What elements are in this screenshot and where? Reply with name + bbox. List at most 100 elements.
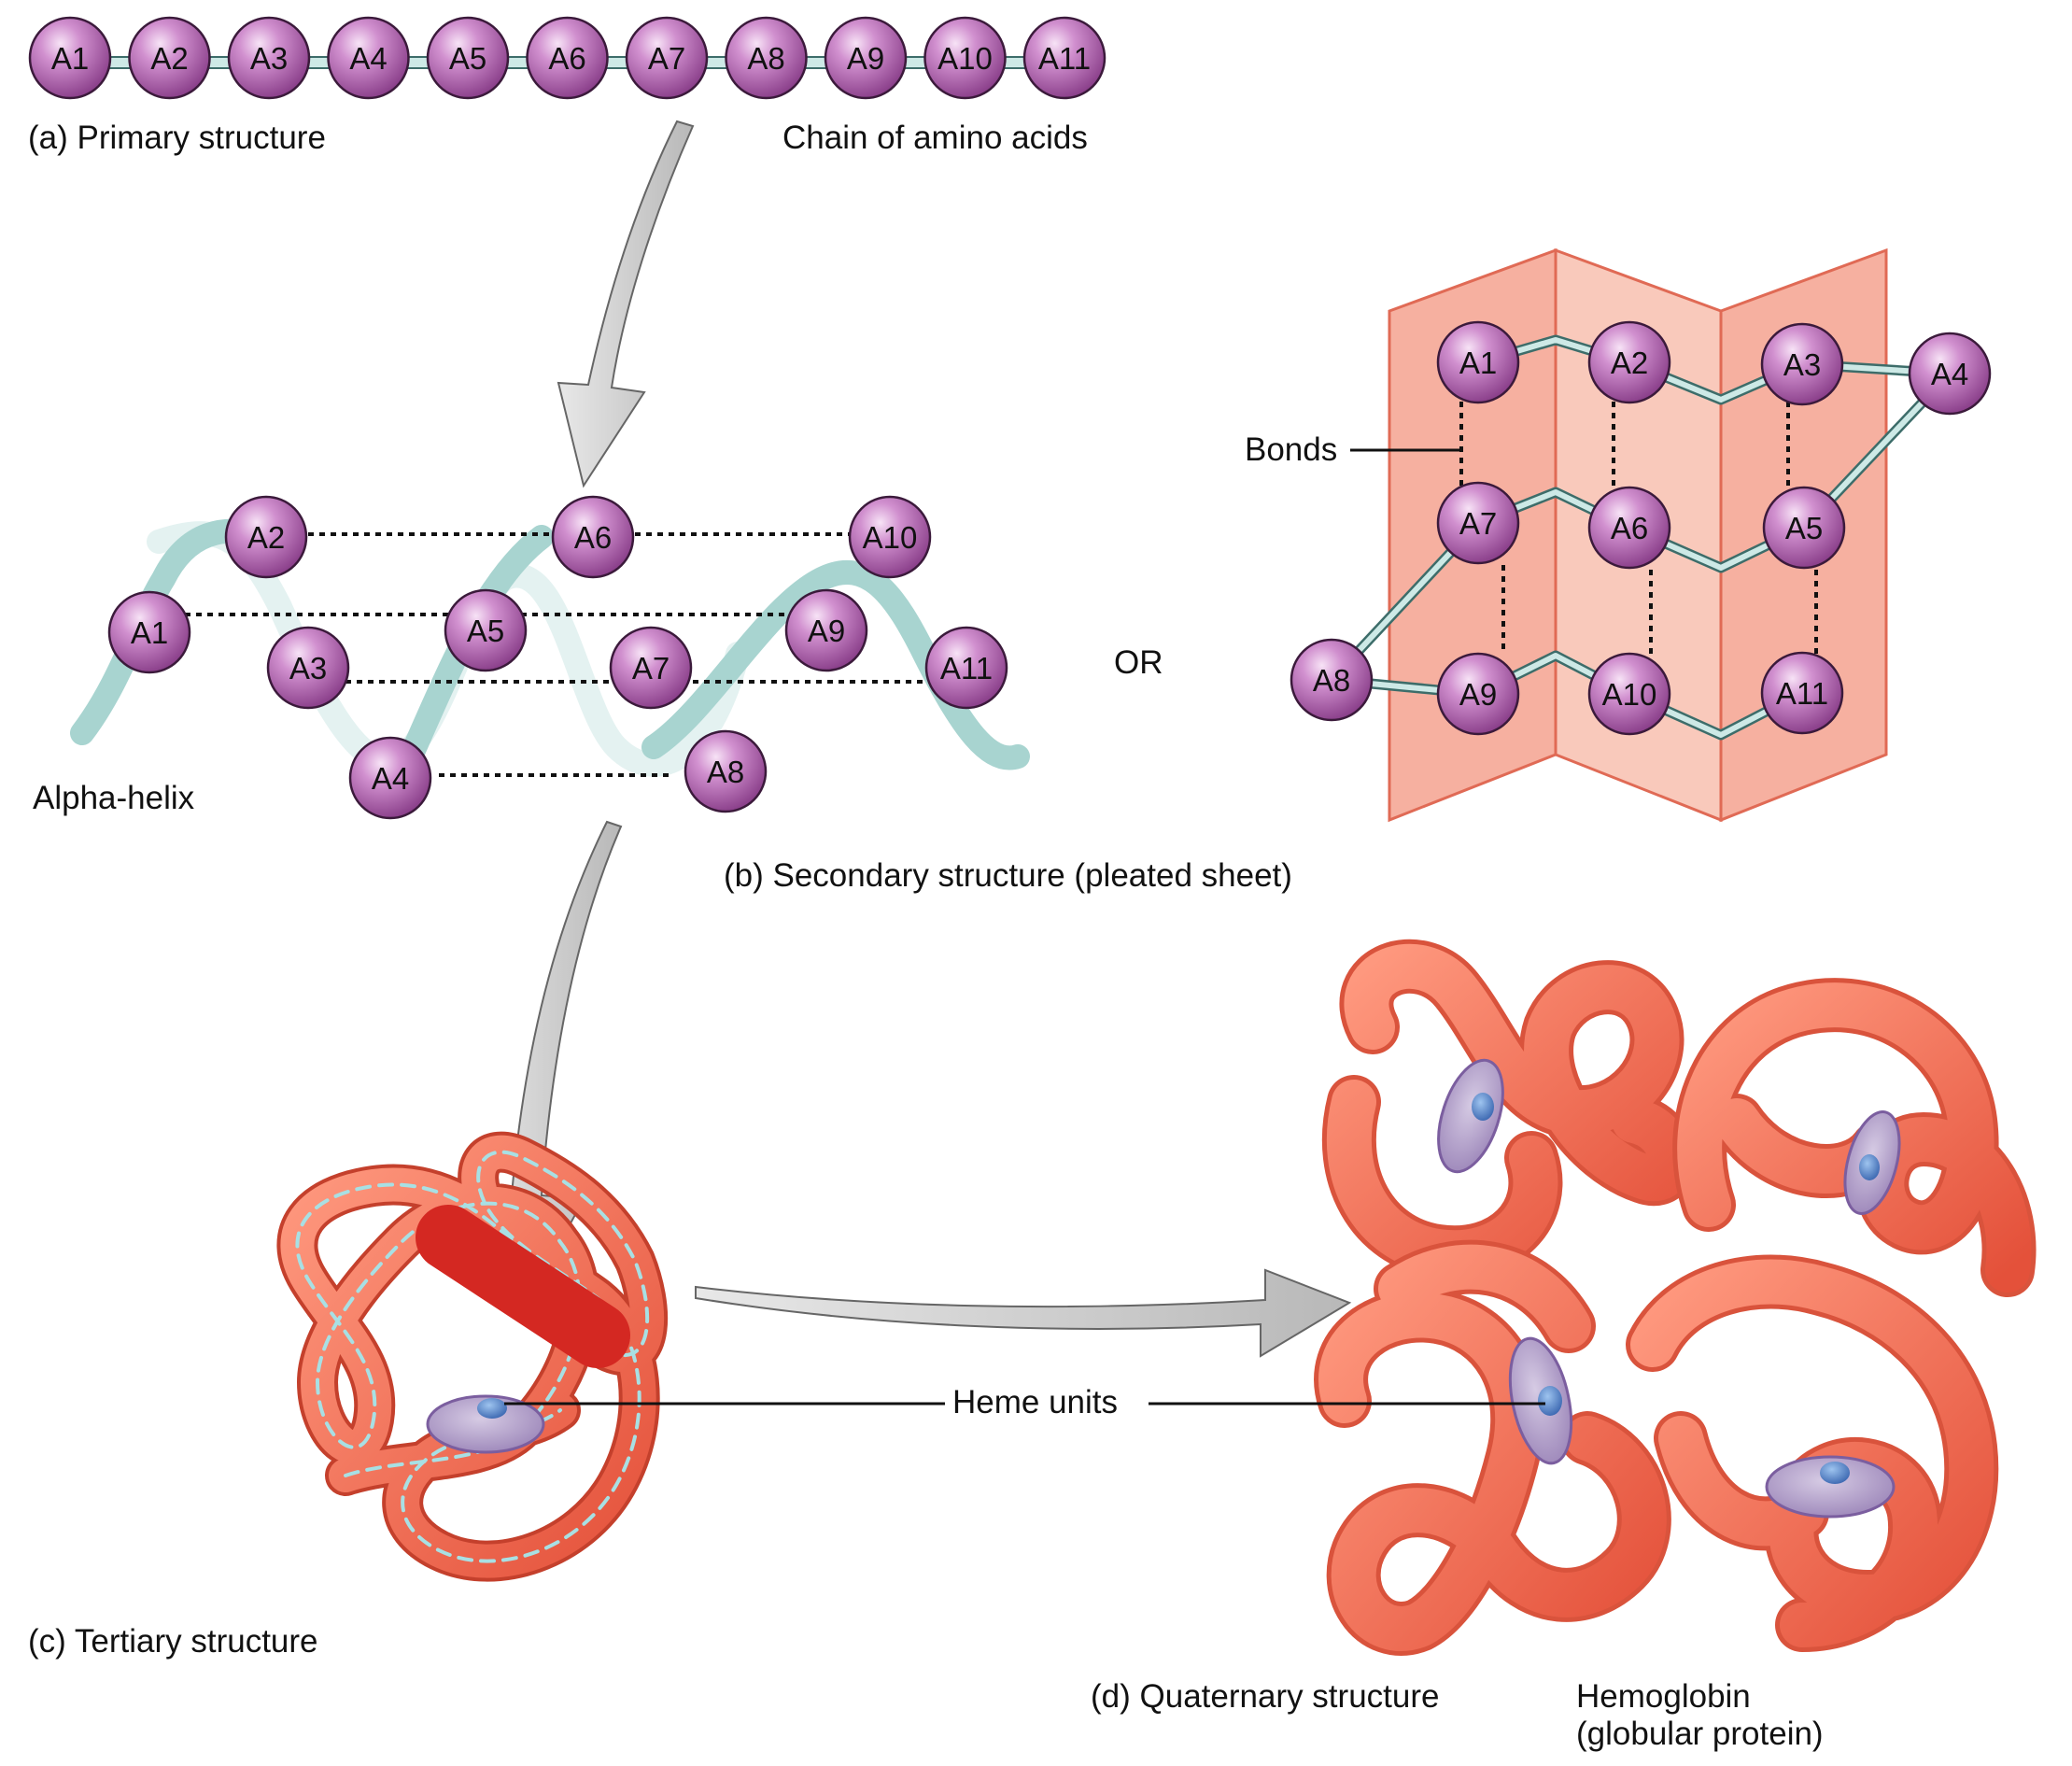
chain-of-amino-acids-label: Chain of amino acids — [782, 120, 1088, 156]
primary-amino-acid-a8-label: A8 — [747, 41, 784, 76]
helix-amino-acid-a1: A1 — [107, 590, 191, 674]
primary-amino-acid-a7-label: A7 — [648, 41, 685, 76]
helix-amino-acid-a1-label: A1 — [131, 615, 168, 650]
helix-amino-acid-a11-label: A11 — [940, 651, 993, 685]
primary-amino-acid-a5-label: A5 — [449, 41, 486, 76]
primary-amino-acid-a2-label: A2 — [150, 41, 188, 76]
secondary-structure-caption: (b) Secondary structure (pleated sheet) — [724, 857, 1292, 894]
primary-amino-acid-a11-label: A11 — [1038, 41, 1091, 76]
iron-atom — [1820, 1462, 1850, 1484]
quaternary-structure — [1314, 939, 2037, 1656]
sheet-amino-acid-a8-label: A8 — [1313, 663, 1350, 698]
sheet-amino-acid-a5-label: A5 — [1785, 511, 1823, 545]
primary-amino-acid-a3: A3 — [227, 16, 311, 100]
sheet-amino-acid-a4: A4 — [1908, 332, 1992, 416]
primary-amino-acid-a6: A6 — [526, 16, 609, 100]
heme-unit-top-left — [1437, 1058, 1504, 1174]
sheet-amino-acid-a1: A1 — [1436, 320, 1520, 404]
helix-amino-acid-a5: A5 — [444, 588, 528, 672]
helix-amino-acid-a8: A8 — [684, 729, 768, 813]
primary-amino-acid-a9-label: A9 — [847, 41, 884, 76]
alpha-helix-label: Alpha-helix — [33, 780, 195, 816]
sheet-amino-acid-a7: A7 — [1436, 481, 1520, 565]
primary-amino-acid-a3-label: A3 — [250, 41, 288, 76]
sheet-amino-acid-a10: A10 — [1587, 652, 1671, 736]
heme-unit-bottom-right — [1765, 1455, 1896, 1519]
sheet-amino-acid-a2: A2 — [1587, 320, 1671, 404]
primary-amino-acid-chain: A1 A2 A3 A4 A5 A6 A7 A8 A9 A10 A11 — [28, 16, 1106, 100]
quaternary-structure-caption: (d) Quaternary structure — [1091, 1678, 1440, 1715]
tertiary-structure — [276, 1131, 669, 1582]
helix-amino-acid-a7: A7 — [609, 626, 693, 710]
primary-amino-acid-a9: A9 — [824, 16, 908, 100]
heme-unit-bottom-left — [1508, 1336, 1573, 1465]
sheet-amino-acid-a3-label: A3 — [1783, 347, 1821, 382]
helix-amino-acid-a2: A2 — [224, 495, 308, 579]
or-label: OR — [1114, 644, 1163, 681]
iron-atom — [477, 1398, 507, 1419]
sheet-hydrogen-bonds — [1459, 402, 1818, 654]
sheet-amino-acid-a7-label: A7 — [1459, 506, 1497, 541]
arrow-primary-to-secondary — [557, 120, 695, 488]
helix-amino-acid-a2-label: A2 — [247, 520, 285, 555]
primary-amino-acid-a2: A2 — [128, 16, 211, 100]
sheet-amino-acid-a6: A6 — [1587, 486, 1671, 570]
primary-structure: A1 A2 A3 A4 A5 A6 A7 A8 A9 A10 A11 — [28, 16, 1106, 100]
primary-amino-acid-a4-label: A4 — [349, 41, 387, 76]
primary-amino-acid-a11: A11 — [1022, 16, 1106, 100]
arrow-tertiary-to-quaternary — [695, 1268, 1352, 1358]
primary-amino-acid-a1-label: A1 — [51, 41, 89, 76]
helix-amino-acid-a8-label: A8 — [707, 755, 744, 789]
sheet-amino-acid-a6-label: A6 — [1611, 511, 1648, 545]
helix-amino-acid-a6-label: A6 — [574, 520, 612, 555]
iron-atom — [1538, 1386, 1562, 1416]
helix-amino-acid-a3: A3 — [266, 626, 350, 710]
primary-amino-acid-a8: A8 — [725, 16, 808, 100]
helix-amino-acid-a9-label: A9 — [808, 614, 845, 648]
sheet-amino-acid-a10-label: A10 — [1602, 677, 1657, 712]
helix-amino-acid-a10-label: A10 — [863, 520, 918, 555]
sheet-amino-acid-a11: A11 — [1760, 651, 1844, 735]
helix-amino-acid-a10: A10 — [848, 495, 932, 579]
heme-units-label: Heme units — [952, 1384, 1119, 1420]
sheet-amino-acid-a5: A5 — [1762, 486, 1846, 570]
helix-amino-acid-a7-label: A7 — [632, 651, 670, 685]
primary-structure-caption: (a) Primary structure — [28, 120, 326, 156]
iron-atom — [1472, 1093, 1494, 1121]
sheet-amino-acid-a8: A8 — [1290, 638, 1374, 722]
helix-amino-acid-a6: A6 — [551, 495, 635, 579]
primary-amino-acid-a5: A5 — [426, 16, 510, 100]
primary-amino-acid-a10: A10 — [923, 16, 1007, 100]
helix-amino-acid-a5-label: A5 — [467, 614, 504, 648]
tertiary-helix-segment — [416, 1205, 630, 1368]
primary-amino-acid-a1: A1 — [28, 16, 112, 100]
iron-atom — [1859, 1154, 1880, 1180]
sheet-amino-acid-a1-label: A1 — [1459, 346, 1497, 380]
sheet-amino-acid-a11-label: A11 — [1776, 676, 1828, 711]
primary-amino-acid-a10-label: A10 — [937, 41, 993, 76]
heme-unit-tertiary — [426, 1394, 545, 1454]
sheet-amino-acid-a2-label: A2 — [1611, 346, 1648, 380]
globular-protein-label: (globular protein) — [1576, 1716, 1824, 1752]
primary-amino-acid-a7: A7 — [625, 16, 709, 100]
sheet-amino-acid-a3: A3 — [1760, 322, 1844, 406]
primary-amino-acid-a4: A4 — [327, 16, 410, 100]
heme-unit-top-right — [1843, 1109, 1901, 1216]
bonds-label: Bonds — [1245, 431, 1338, 468]
sheet-amino-acid-a4-label: A4 — [1931, 357, 1968, 391]
helix-amino-acid-a9: A9 — [784, 588, 868, 672]
sheet-amino-acid-a9: A9 — [1436, 652, 1520, 736]
helix-amino-acid-a4: A4 — [348, 736, 432, 820]
helix-amino-acid-a11: A11 — [924, 626, 1008, 710]
primary-amino-acid-a6-label: A6 — [548, 41, 585, 76]
tertiary-structure-caption: (c) Tertiary structure — [28, 1623, 318, 1660]
helix-amino-acid-a3-label: A3 — [289, 651, 327, 685]
hemoglobin-label: Hemoglobin — [1576, 1678, 1751, 1715]
sheet-amino-acid-a9-label: A9 — [1459, 677, 1497, 712]
